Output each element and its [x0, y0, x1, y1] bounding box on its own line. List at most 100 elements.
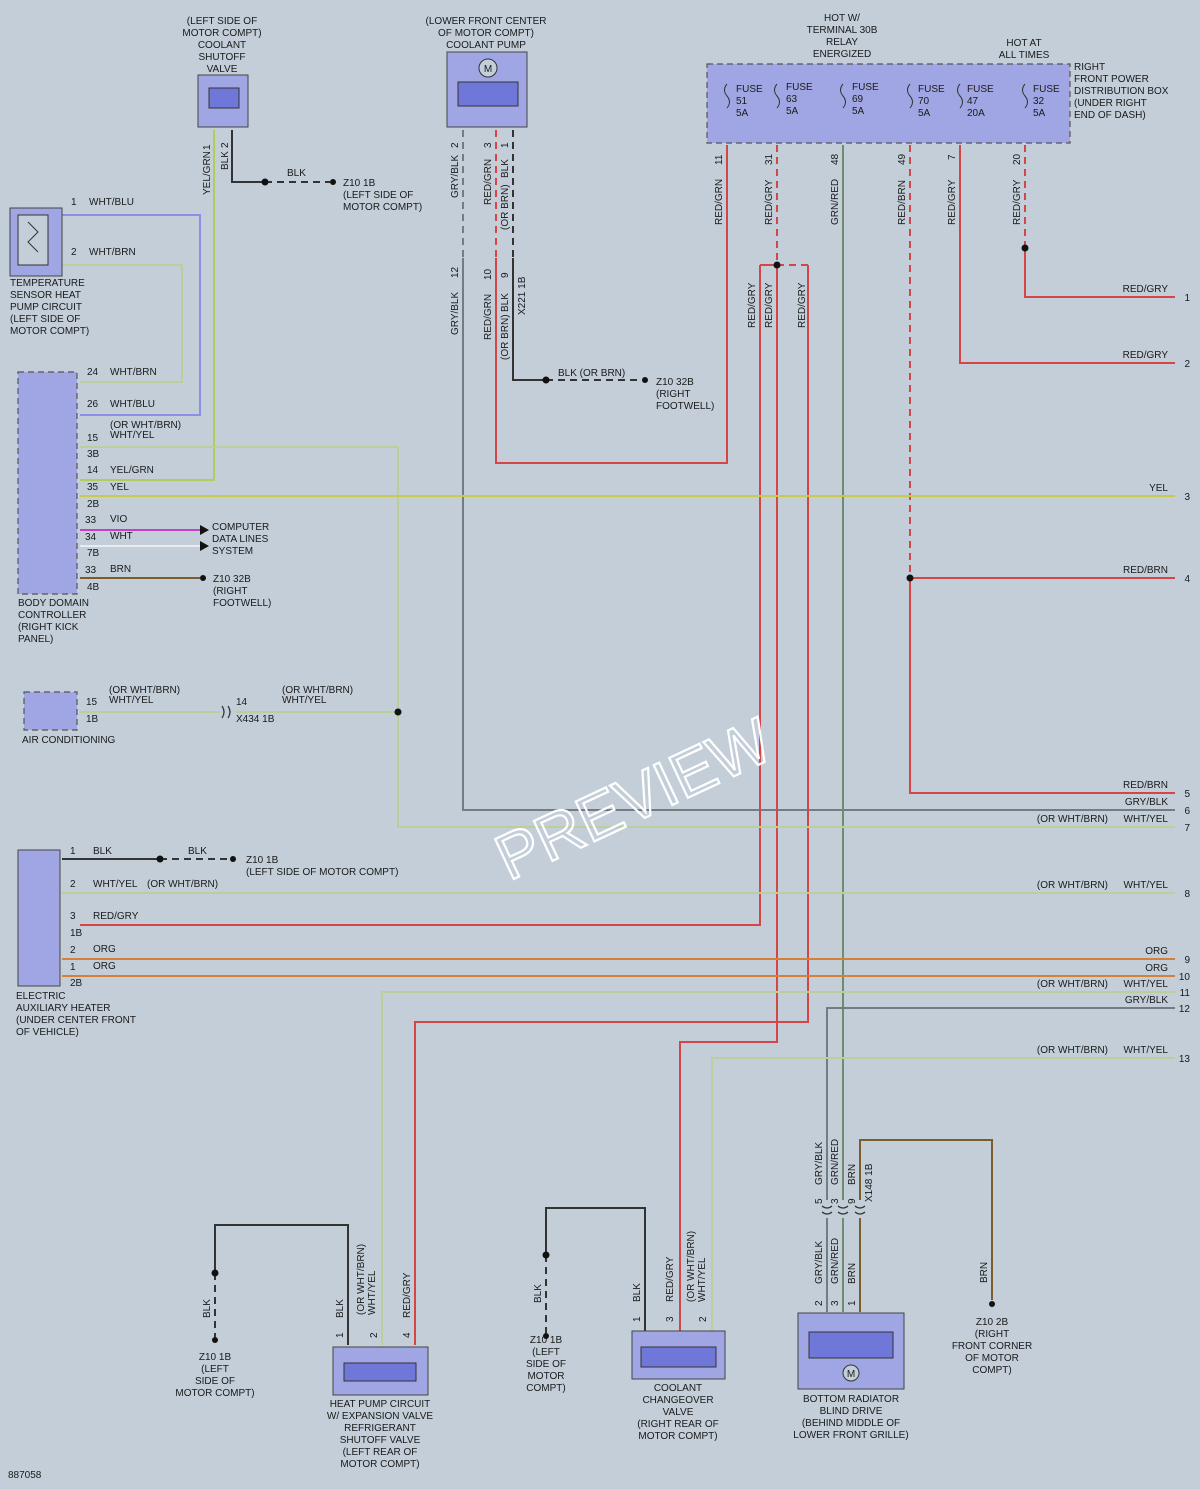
connector-x221-label: X221 1B	[517, 276, 528, 315]
pin-number: 33	[85, 515, 97, 526]
ground-symbol	[989, 1301, 995, 1307]
wire-label-wht-yel: WHT/YEL	[110, 430, 155, 441]
vlabel-blk-hp: BLK	[335, 1299, 346, 1318]
connector-label: 1B	[86, 714, 99, 725]
fuse-number: 51	[736, 96, 748, 107]
wire-label-wht: WHT	[110, 531, 133, 542]
vpin: 49	[897, 153, 908, 165]
radiator-blind-motor-icon	[842, 1364, 860, 1382]
temp-sensor-label-5: MOTOR COMPT)	[10, 326, 89, 337]
shutoff-valve-label-4: SHUTOFF	[198, 52, 245, 63]
fuse-number: 70	[918, 96, 930, 107]
pin-number: 35	[87, 482, 99, 493]
ground-g6-1: Z10 1B	[530, 1335, 563, 1346]
output-7-alt: (OR WHT/BRN)	[1037, 814, 1108, 825]
fuse-label: FUSE	[786, 82, 813, 93]
changeover-label-3: VALVE	[663, 1407, 694, 1418]
pin-number: 1	[70, 846, 76, 857]
fuse-rating: 5A	[852, 106, 865, 117]
vpin: 11	[714, 154, 725, 165]
heat-pump-label-3: REFRIGERANT	[344, 1423, 416, 1434]
wire-red-brn-output-5	[909, 578, 1175, 794]
ground-g7-4: OF MOTOR	[965, 1353, 1019, 1364]
vlabel-red-brn: RED/BRN	[897, 180, 908, 225]
wire-label-brn: BRN	[110, 564, 131, 575]
pin-number: 26	[87, 399, 99, 410]
connector-x434-label: X434 1B	[236, 714, 275, 725]
vpin: 2	[814, 1300, 825, 1306]
ground-g7-1: Z10 2B	[976, 1317, 1009, 1328]
vlabel-blk-g5: BLK	[202, 1299, 213, 1318]
pin-number: 1	[71, 197, 77, 208]
vlabel-red-gry-4: RED/GRY	[747, 282, 758, 328]
output-9-label: ORG	[1145, 946, 1168, 957]
wire-blk-heat-pump	[214, 1224, 349, 1345]
temp-sensor-label-2: SENSOR HEAT	[10, 290, 81, 301]
shutoff-valve-label-2: MOTOR COMPT)	[182, 28, 261, 39]
output-13-label: WHT/YEL	[1124, 1045, 1169, 1056]
vlabel-grn-red-2: GRN/RED	[830, 1139, 841, 1185]
vlabel-or-brn: (OR BRN)	[500, 184, 511, 230]
fuse-rating: 5A	[786, 106, 799, 117]
ground-g5-4: MOTOR COMPT)	[175, 1388, 254, 1399]
ground-g1-3: MOTOR COMPT)	[343, 202, 422, 213]
relay-note-3: RELAY	[826, 37, 858, 48]
blind-label-1: BOTTOM RADIATOR	[803, 1394, 899, 1405]
wire-red-grn-fuse-51	[495, 145, 728, 464]
output-6-number: 6	[1184, 806, 1190, 817]
temp-sensor-label-3: PUMP CIRCUIT	[10, 302, 82, 313]
radiator-blind-drive-body	[808, 1331, 894, 1359]
fuse-70: FUSE 70 5A	[918, 84, 945, 119]
vlabel-gry-blk-2: GRY/BLK	[450, 292, 461, 335]
changeover-label-4: (RIGHT REAR OF	[637, 1419, 718, 1430]
fuse-47: FUSE 47 20A	[967, 84, 994, 119]
ground-g6-3: SIDE OF	[526, 1359, 566, 1370]
fuse-label: FUSE	[967, 84, 994, 95]
wire-wht-yel-output-11	[381, 991, 1175, 1345]
fuse-rating: 5A	[1033, 108, 1046, 119]
ground-symbol	[543, 1333, 549, 1339]
shutoff-valve-label-5: VALVE	[207, 64, 238, 75]
vlabel-gry-blk-4: GRY/BLK	[814, 1241, 825, 1284]
wire-label-heater-org-2: ORG	[93, 961, 116, 972]
fuse-icon	[1022, 83, 1028, 109]
fuse-51: FUSE 51 5A	[736, 84, 763, 119]
connector-label: 2B	[87, 499, 100, 510]
ground-g2-3: FOOTWELL)	[656, 401, 714, 412]
wire-label-heater-or: (OR WHT/BRN)	[147, 879, 218, 890]
pin-number: 34	[85, 532, 97, 543]
output-7-number: 7	[1184, 823, 1190, 834]
vlabel-red-gry-5: RED/GRY	[764, 282, 775, 328]
vpin: 3	[665, 1316, 676, 1322]
vpin: 4	[402, 1332, 413, 1338]
wire-wht-yel-output-7	[80, 446, 1175, 828]
output-5-label: RED/BRN	[1123, 780, 1168, 791]
output-12-label: GRY/BLK	[1125, 995, 1168, 1006]
connector-label: 1B	[70, 928, 83, 939]
temp-sensor-label-1: TEMPERATURE	[10, 278, 85, 289]
shutoff-valve-label-1: (LEFT SIDE OF	[187, 16, 257, 27]
output-8-alt: (OR WHT/BRN)	[1037, 880, 1108, 891]
wire-label-ac-wht-yel-2: WHT/YEL	[282, 695, 327, 706]
heat-pump-label-6: MOTOR COMPT)	[340, 1459, 419, 1470]
ground-symbol	[212, 1337, 218, 1343]
wire-label-ac-wht-yel: WHT/YEL	[109, 695, 154, 706]
wire-wht-yel-output-13	[711, 1057, 1175, 1333]
ground-symbol	[200, 575, 206, 581]
inline-connectors	[221, 705, 866, 1215]
wire-red-gry-output-2	[959, 145, 1175, 364]
bdc-label-1: BODY DOMAIN	[18, 598, 89, 609]
bottom-component-labels: HEAT PUMP CIRCUIT W/ EXPANSION VALVE REF…	[175, 1317, 1032, 1470]
wire-labels: BLK BLK (OR BRN) WHT/BLU WHT/BRN WHT/BRN…	[89, 168, 625, 972]
wire-label-heater-blk-2: BLK	[188, 846, 207, 857]
vlabel-yel-grn: YEL/GRN	[202, 151, 213, 195]
wire-label-ac-or-2: (OR WHT/BRN)	[282, 685, 353, 696]
pin-number: 24	[87, 367, 99, 378]
fuse-icon	[774, 83, 780, 109]
vertical-labels: YEL/GRN 1 BLK 2 GRY/BLK 2 RED/GRN 3 BLK …	[202, 142, 1023, 1338]
vpin: 1	[500, 142, 511, 148]
vlabel-or-cv: (OR WHT/BRN)	[686, 1231, 697, 1302]
power-box-label-4: (UNDER RIGHT	[1074, 98, 1147, 109]
heater-label-4: OF VEHICLE)	[16, 1027, 79, 1038]
output-2-number: 2	[1184, 359, 1190, 370]
